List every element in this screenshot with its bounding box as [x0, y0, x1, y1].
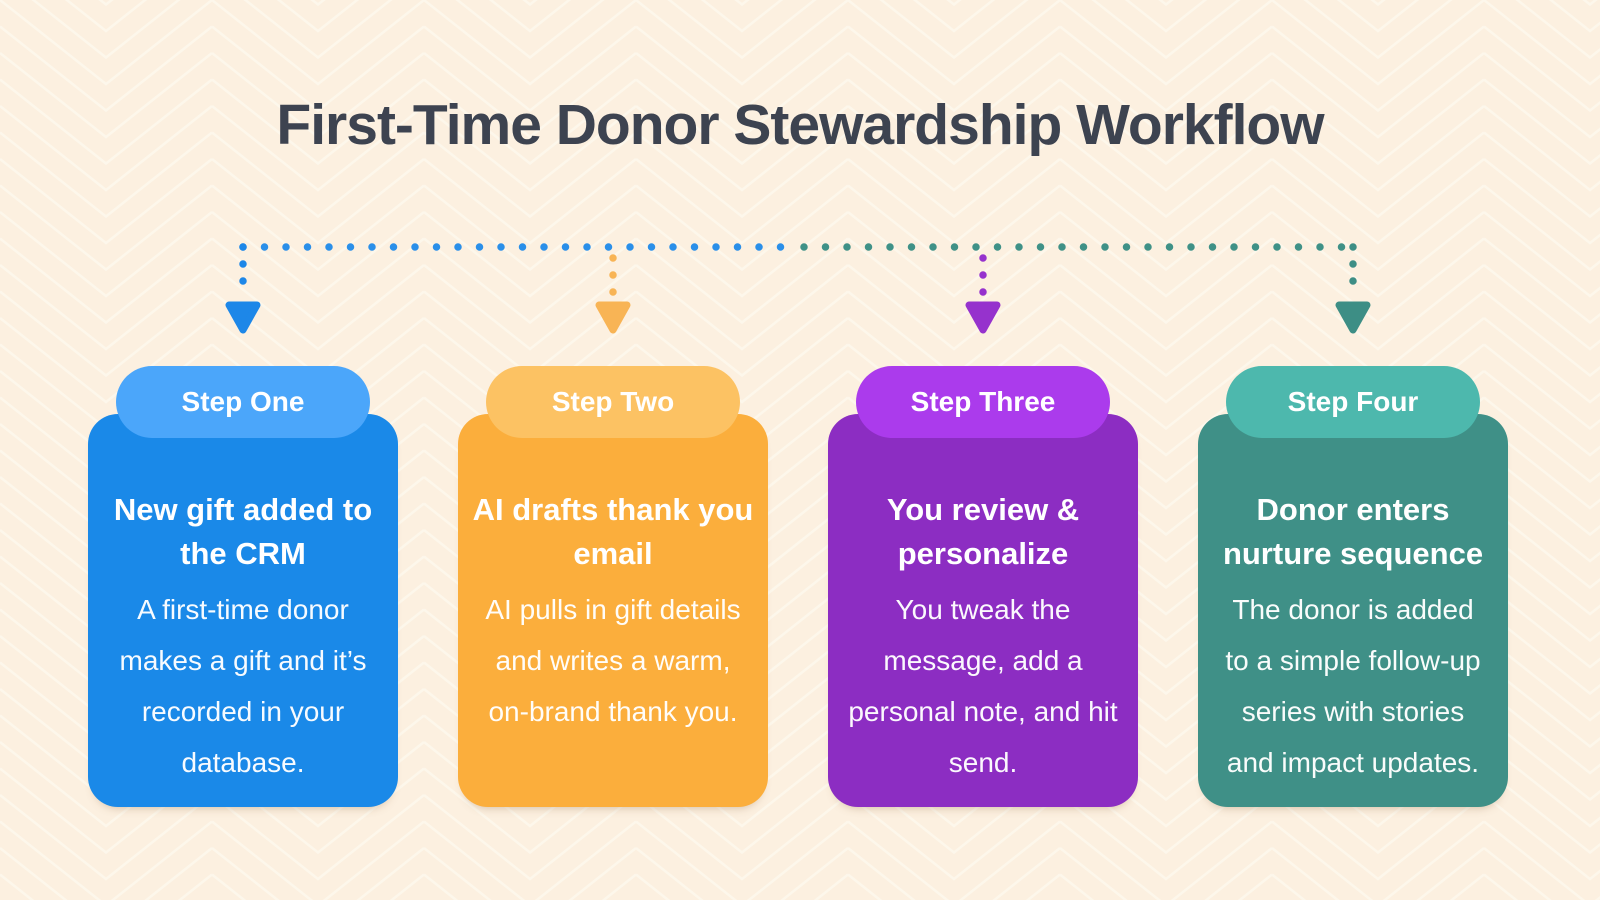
step-one-badge: Step One — [116, 366, 370, 438]
step-three-badge-label: Step Three — [910, 386, 1056, 417]
arrow-down-icon-step-four — [1335, 243, 1371, 334]
step-two-badge-label: Step Two — [551, 386, 675, 417]
step-one-card: Step One New gift added to the CRM A fir… — [88, 366, 398, 807]
step-one-heading: New gift added to the CRM — [113, 492, 373, 571]
step-one-badge-label: Step One — [181, 386, 305, 417]
workflow-connector — [225, 243, 1371, 334]
step-one-description: A first-time donor makes a gift and it’s… — [119, 594, 367, 778]
step-two-card: Step Two AI drafts thank you email AI pu… — [458, 366, 768, 807]
page-title: First-Time Donor Stewardship Workflow — [276, 93, 1324, 157]
step-four-badge-label: Step Four — [1287, 386, 1419, 417]
step-two-description: AI pulls in gift details and writes a wa… — [485, 594, 741, 727]
step-four-heading: Donor enters nurture sequence — [1222, 492, 1484, 571]
step-three-badge: Step Three — [856, 366, 1110, 438]
arrow-down-icon-step-three — [965, 254, 1001, 334]
step-two-heading: AI drafts thank you email — [472, 492, 754, 571]
step-two-badge: Step Two — [486, 366, 740, 438]
arrow-down-icon-step-one — [225, 243, 261, 334]
step-four-badge: Step Four — [1226, 366, 1480, 438]
step-three-heading: You review & personalize — [886, 492, 1080, 571]
step-four-description: The donor is added to a simple follow-up… — [1225, 594, 1481, 778]
step-three-card: Step Three You review & personalize You … — [828, 366, 1138, 807]
step-three-description: You tweak the message, add a personal no… — [848, 594, 1118, 778]
arrow-down-icon-step-two — [595, 254, 631, 334]
step-four-card: Step Four Donor enters nurture sequence … — [1198, 366, 1508, 807]
